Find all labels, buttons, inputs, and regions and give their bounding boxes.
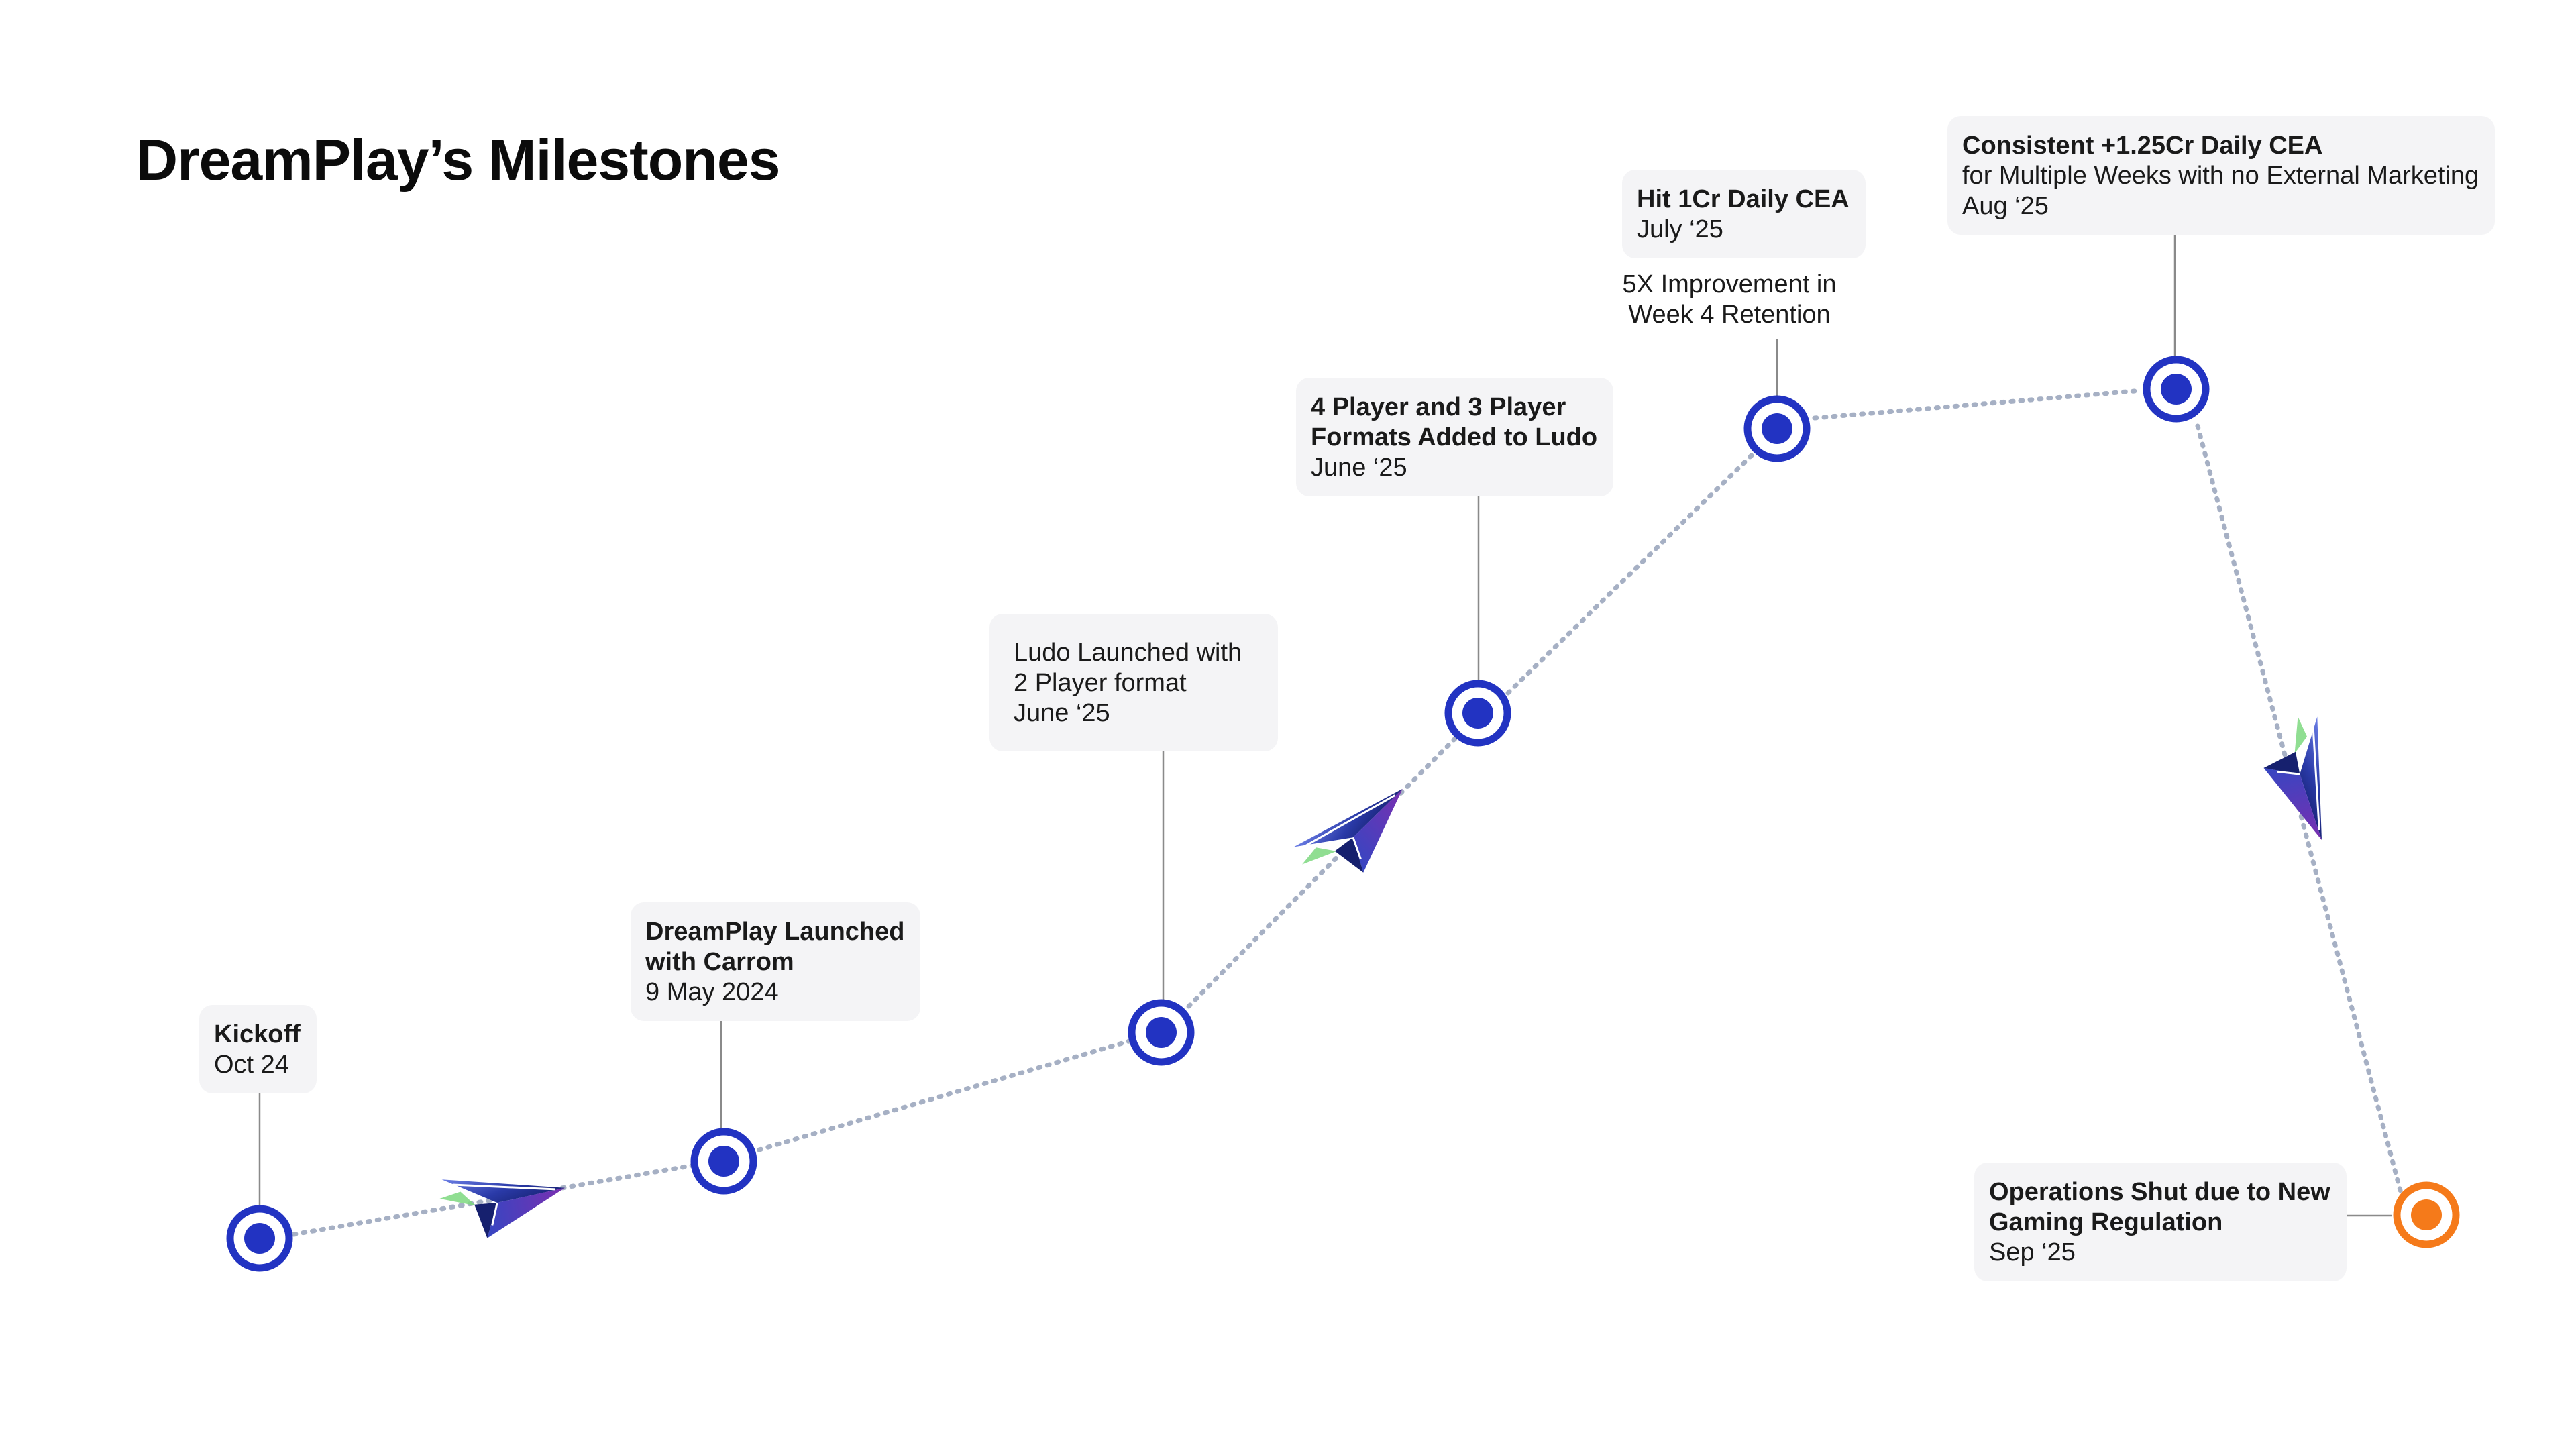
card-stems [258, 225, 2392, 1217]
milestone-date: Oct 24 [214, 1051, 289, 1079]
milestone-card-launch: DreamPlay Launched with Carrom 9 May 202… [631, 902, 921, 1021]
node-launch [690, 1128, 757, 1195]
milestone-note-line: Week 4 Retention [1628, 301, 1831, 329]
milestone-card-kickoff: Kickoff Oct 24 [199, 1005, 317, 1093]
milestone-date: Sep ‘25 [1989, 1238, 2076, 1267]
milestone-title: Hit 1Cr Daily CEA [1637, 185, 1849, 213]
milestone-date: June ‘25 [1311, 453, 1407, 482]
milestone-title-line: 4 Player and 3 Player [1311, 393, 1566, 421]
milestone-subtitle: for Multiple Weeks with no External Mark… [1962, 162, 2479, 190]
milestone-line: 2 Player format [1014, 669, 1187, 697]
page-title: DreamPlay’s Milestones [136, 128, 780, 193]
path-segment [1186, 735, 1458, 1009]
node-ludo [1128, 999, 1195, 1066]
node-formats [1444, 680, 1511, 747]
milestone-card-cea125: Consistent +1.25Cr Daily CEA for Multipl… [1947, 116, 2496, 235]
paper-plane-icon [439, 1179, 566, 1238]
milestone-title-line: with Carrom [645, 948, 794, 976]
milestone-title: Kickoff [214, 1020, 301, 1049]
milestone-line: Ludo Launched with [1014, 639, 1242, 667]
milestone-title-line: Formats Added to Ludo [1311, 423, 1598, 451]
milestone-path [291, 388, 2404, 1237]
milestone-title-line: Gaming Regulation [1989, 1208, 2223, 1236]
path-segment [1505, 448, 1759, 696]
paper-plane-icon [1293, 788, 1403, 873]
milestone-title: Consistent +1.25Cr Daily CEA [1962, 131, 2323, 160]
path-segment [1812, 388, 2137, 421]
path-segment [747, 1037, 1136, 1155]
milestone-date: 9 May 2024 [645, 978, 779, 1006]
node-shutdown [2393, 1181, 2460, 1248]
node-kickoff [226, 1205, 293, 1272]
paper-plane-icon [2263, 716, 2322, 841]
milestone-card-cea1: Hit 1Cr Daily CEA July ‘25 [1622, 170, 1866, 258]
milestone-date: July ‘25 [1637, 215, 1723, 244]
milestone-date: June ‘25 [1014, 699, 1110, 727]
node-cea1 [1743, 395, 1811, 462]
node-cea125 [2143, 356, 2210, 423]
milestone-date: Aug ‘25 [1962, 192, 2049, 220]
milestone-card-ludo: Ludo Launched with 2 Player format June … [989, 614, 1278, 751]
milestone-title-line: DreamPlay Launched [645, 918, 905, 946]
milestone-note-cea1: 5X Improvement in Week 4 Retention [1605, 270, 1854, 330]
milestone-title-line: Operations Shut due to New [1989, 1178, 2330, 1206]
milestone-note-line: 5X Improvement in [1622, 270, 1837, 299]
milestone-card-shutdown: Operations Shut due to New Gaming Regula… [1974, 1163, 2347, 1281]
milestone-card-formats: 4 Player and 3 Player Formats Added to L… [1296, 378, 1614, 496]
